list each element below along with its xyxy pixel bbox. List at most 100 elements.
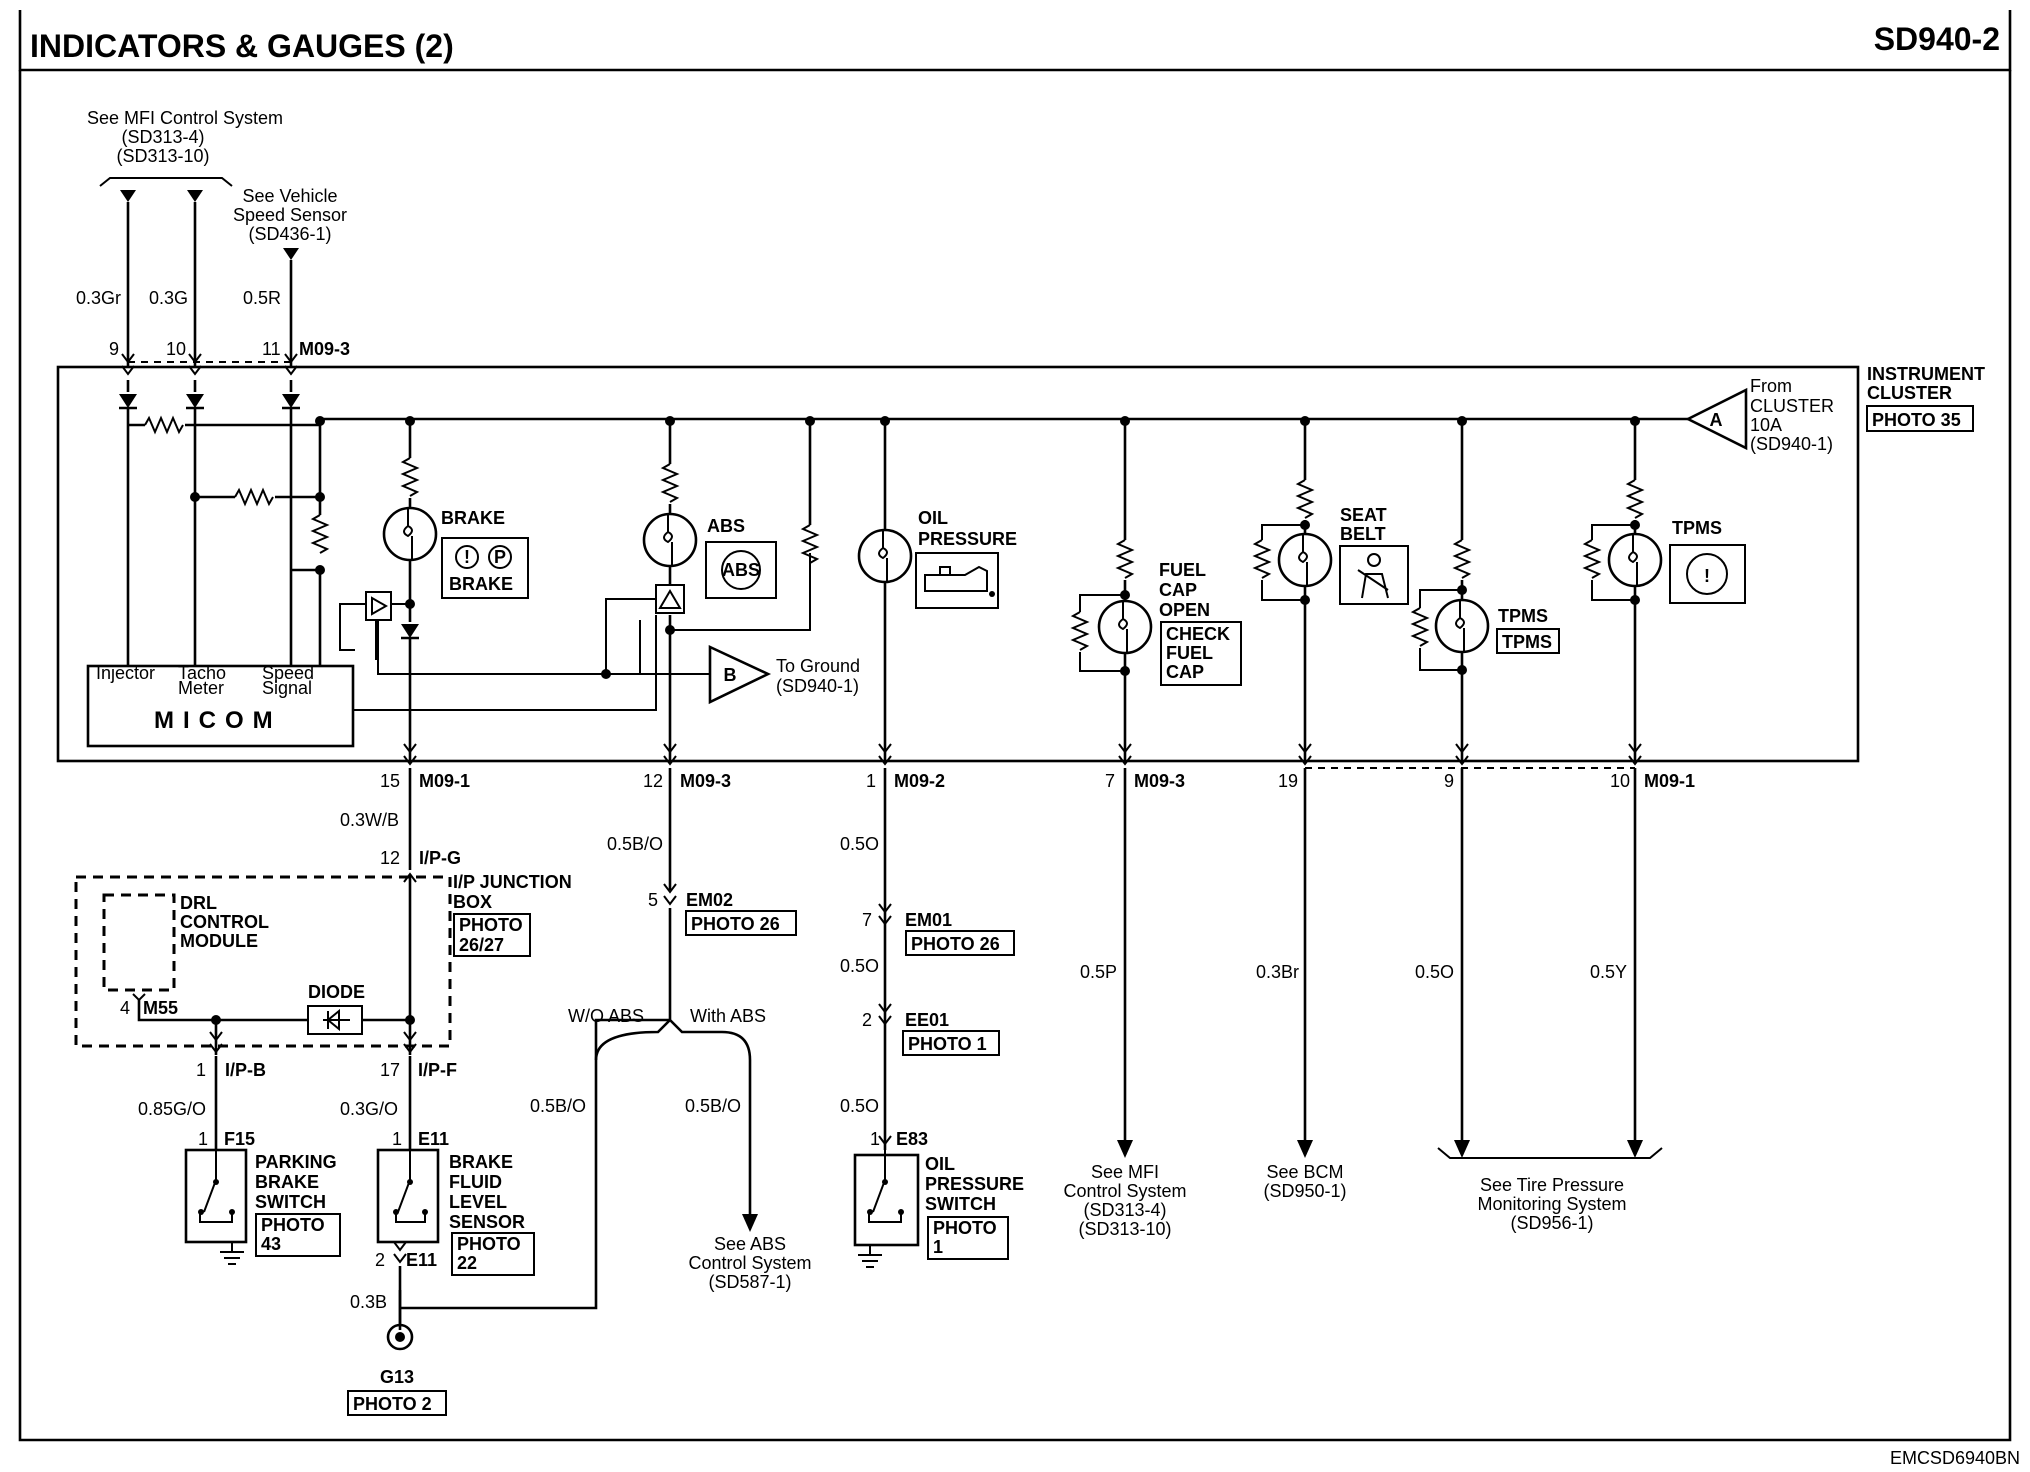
ip-junction-box: I/P JUNCTION BOX PHOTO 26/27 <box>74 872 572 1048</box>
ref-line: (SD587-1) <box>708 1272 791 1292</box>
brake-fluid-level-sensor: BRAKE FLUID LEVEL SENSOR PHOTO 22 2 E11 … <box>350 1018 670 1330</box>
micom-input: Tacho <box>178 663 226 683</box>
ref-line: (SD940-1) <box>1750 434 1833 454</box>
connector-label: F15 <box>224 1129 255 1149</box>
component-label: I/P JUNCTION <box>453 872 572 892</box>
photo-label: 26/27 <box>459 935 504 955</box>
ip-lower-connectors: 1 I/P-B 17 I/P-F 0.85G/O 0.3G/O 1 F15 1 … <box>138 1031 457 1150</box>
ref-line: 10A <box>1750 415 1782 435</box>
connector-label: E11 <box>406 1250 437 1270</box>
wire-bo-2: 0.5B/O <box>530 1096 586 1116</box>
indicator-label: OPEN <box>1159 600 1210 620</box>
component-label: SWITCH <box>925 1194 996 1214</box>
ref-line: See Vehicle <box>242 186 337 206</box>
connector-label: I/P-G <box>419 848 461 868</box>
wire-go-03: 0.3G/O <box>340 1099 398 1119</box>
pin-label: 1 <box>198 1129 208 1149</box>
instrument-cluster-label: INSTRUMENT CLUSTER PHOTO 35 <box>1866 364 1985 432</box>
pin-label: 1 <box>866 771 876 791</box>
fuel-cap-indicator: FUEL CAP OPEN CHECK FUEL CAP <box>1072 421 1242 762</box>
pin-label: 12 <box>380 848 400 868</box>
fuel-icon-label: CHECK <box>1166 624 1230 644</box>
component-label: LEVEL <box>449 1192 507 1212</box>
pin-label: 9 <box>109 339 119 359</box>
ref-line: See MFI Control System <box>87 108 283 128</box>
connector-label: M09-1 <box>419 771 470 791</box>
tpms-icon-label: TPMS <box>1502 632 1552 652</box>
top-input-wires: 0.3Gr 0.3G 0.5R 9 10 11 M09-3 <box>76 190 350 410</box>
component-label: SWITCH <box>255 1192 326 1212</box>
connector-label: M09-3 <box>680 771 731 791</box>
pin-label: 7 <box>862 910 872 930</box>
diode: DIODE <box>211 982 410 1035</box>
photo-label: PHOTO <box>261 1215 325 1235</box>
branch-label: W/O ABS <box>568 1006 644 1026</box>
wire-o-3: 0.5O <box>840 1096 879 1116</box>
oil-pressure-wire-path: 0.5O 7 EM01 PHOTO 26 0.5O 2 EE01 PHOTO 1… <box>840 768 1015 1150</box>
pin-label: 17 <box>380 1060 400 1080</box>
wire-o-2: 0.5O <box>840 956 879 976</box>
ref-line: To Ground <box>776 656 860 676</box>
micom-label: MICOM <box>154 707 282 734</box>
indicator-label: ABS <box>707 516 745 536</box>
drl-control-module: DRL CONTROL MODULE 4 M55 <box>102 893 269 1055</box>
connector-label: EM01 <box>905 910 952 930</box>
brake-icon-label: BRAKE <box>449 574 513 594</box>
wire-o-4: 0.5O <box>1415 962 1454 982</box>
wire-bo-3: 0.5B/O <box>685 1096 741 1116</box>
svg-text:P: P <box>494 547 506 567</box>
component-label: PARKING <box>255 1152 337 1172</box>
wire-p: 0.5P <box>1080 962 1117 982</box>
photo-label: 43 <box>261 1234 281 1254</box>
wire-gr: 0.3Gr <box>76 288 121 308</box>
pin-label: 11 <box>262 339 281 359</box>
connector-label: M09-2 <box>894 771 945 791</box>
indicator-label: TPMS <box>1672 518 1722 538</box>
cluster-title-line2: CLUSTER <box>1867 383 1952 403</box>
component-label: DRL <box>180 893 217 913</box>
parking-brake-switch: PARKING BRAKE SWITCH PHOTO 43 <box>184 1148 341 1265</box>
svg-text:!: ! <box>1704 566 1710 586</box>
component-label: BRAKE <box>449 1152 513 1172</box>
mfi-top-reference: See MFI Control System (SD313-4) (SD313-… <box>87 108 283 187</box>
ref-line: (SD940-1) <box>776 676 859 696</box>
header: INDICATORS & GAUGES (2) SD940-2 <box>18 10 2012 72</box>
cluster-bottom-connectors: 15 M09-1 12 M09-3 1 M09-2 7 M09-3 19 9 1… <box>380 743 1695 791</box>
micom-input: Speed <box>262 663 314 683</box>
vss-reference: See Vehicle Speed Sensor (SD436-1) <box>233 186 347 244</box>
connector-label: E11 <box>418 1129 449 1149</box>
component-label: OIL <box>925 1154 955 1174</box>
connector-label: I/P-F <box>418 1060 457 1080</box>
photo-label: PHOTO <box>933 1218 997 1238</box>
connector-label: EM02 <box>686 890 733 910</box>
micom-input: Signal <box>262 678 312 698</box>
connector-label: I/P-B <box>225 1060 266 1080</box>
ref-line: Monitoring System <box>1477 1194 1626 1214</box>
indicator-label: BRAKE <box>441 508 505 528</box>
connector-label: G13 <box>380 1367 414 1387</box>
power-bus <box>126 408 1688 666</box>
node-a-from-cluster: A From CLUSTER 10A (SD940-1) <box>1685 376 1834 454</box>
wire-bo-1: 0.5B/O <box>607 834 663 854</box>
node-b-to-ground: B To Ground (SD940-1) <box>601 644 860 705</box>
indicator-label: CAP <box>1159 580 1197 600</box>
ground-g13: G13 PHOTO 2 <box>347 1290 447 1416</box>
node-a-label: A <box>1710 410 1723 430</box>
pin-label: 2 <box>862 1010 872 1030</box>
wire-br: 0.3Br <box>1256 962 1299 982</box>
page-title: INDICATORS & GAUGES (2) <box>30 28 454 64</box>
pin-label: 19 <box>1278 771 1298 791</box>
ref-line: (SD436-1) <box>248 224 331 244</box>
ref-line: (SD313-4) <box>1083 1200 1166 1220</box>
connector-label: E83 <box>896 1129 928 1149</box>
ref-line: (SD950-1) <box>1263 1181 1346 1201</box>
pin-label: 1 <box>392 1129 402 1149</box>
pin-label: 1 <box>196 1060 206 1080</box>
indicator-label: SEAT <box>1340 505 1387 525</box>
ref-line: (SD313-10) <box>1078 1219 1171 1239</box>
wire-r: 0.5R <box>243 288 281 308</box>
component-label: FLUID <box>449 1172 502 1192</box>
wire-go-085: 0.85G/O <box>138 1099 206 1119</box>
svg-text:!: ! <box>464 547 470 567</box>
